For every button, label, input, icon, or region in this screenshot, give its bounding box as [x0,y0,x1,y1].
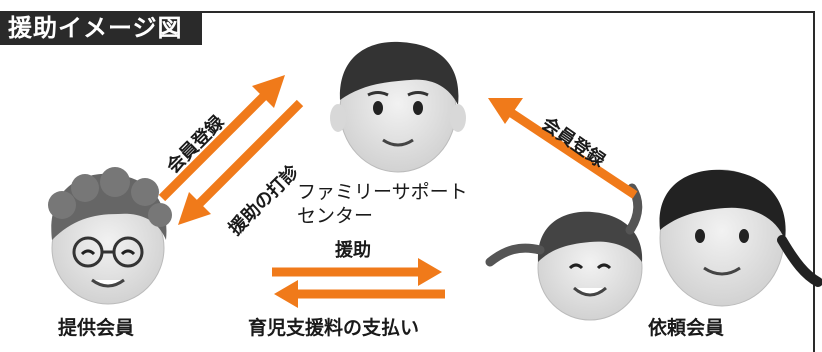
center-label-line1: ファミリーサポート [297,181,468,203]
arrow-help-right [272,258,442,286]
client-child-icon [485,183,643,321]
arrow-payment-left [274,280,445,308]
client-mother-icon [659,169,822,307]
arrow-provider-to-center [158,75,285,202]
provider-person-icon [48,167,172,305]
edge-label-help: 援助 [335,240,371,261]
diagram-title: 援助イメージ図 [0,11,202,45]
frame-right-border [813,11,815,352]
node-label-provider: 提供会員 [58,317,135,339]
arrow-center-to-provider [178,99,304,225]
node-label-client: 依頼会員 [648,317,725,339]
arrow-client-to-center [488,98,638,199]
node-label-center: ファミリーサポート センター [297,180,468,228]
frame-top-border [0,11,815,13]
center-person-icon [330,41,466,173]
edge-label-payment: 育児支援料の支払い [248,317,420,339]
center-label-line2: センター [297,205,374,227]
